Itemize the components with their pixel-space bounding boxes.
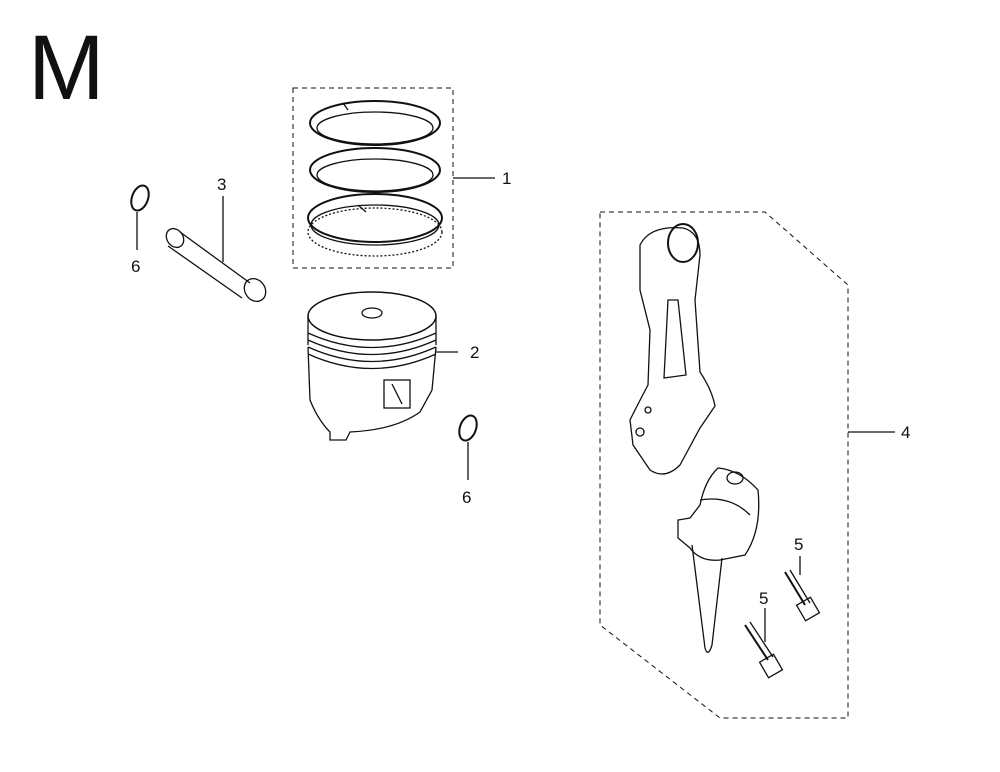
piston-pin-clip-right: 6: [458, 414, 478, 507]
rod-assembly-box: [599, 211, 849, 719]
rod-bolt-lower: 5: [744, 589, 784, 679]
piston-pin-clip-left: 6: [130, 184, 150, 276]
piston-pin: 3: [165, 175, 267, 303]
connecting-rod-cap: [677, 467, 760, 653]
callout-3: 3: [217, 175, 226, 194]
piston-ring-set: 1: [292, 87, 511, 269]
callout-2: 2: [470, 343, 479, 362]
callout-1: 1: [502, 169, 511, 188]
connecting-rod: [629, 223, 716, 475]
callout-4: 4: [901, 423, 910, 442]
section-letter: M: [28, 17, 105, 119]
callout-5a: 5: [794, 535, 803, 554]
callout-5b: 5: [759, 589, 768, 608]
callout-6b: 6: [462, 488, 471, 507]
callout-6a: 6: [131, 257, 140, 276]
connecting-rod-assembly: 4 5: [599, 211, 910, 719]
piston: 2: [307, 291, 479, 441]
ring-set-box: [292, 87, 454, 269]
rod-bolt-upper: 5: [784, 535, 821, 622]
